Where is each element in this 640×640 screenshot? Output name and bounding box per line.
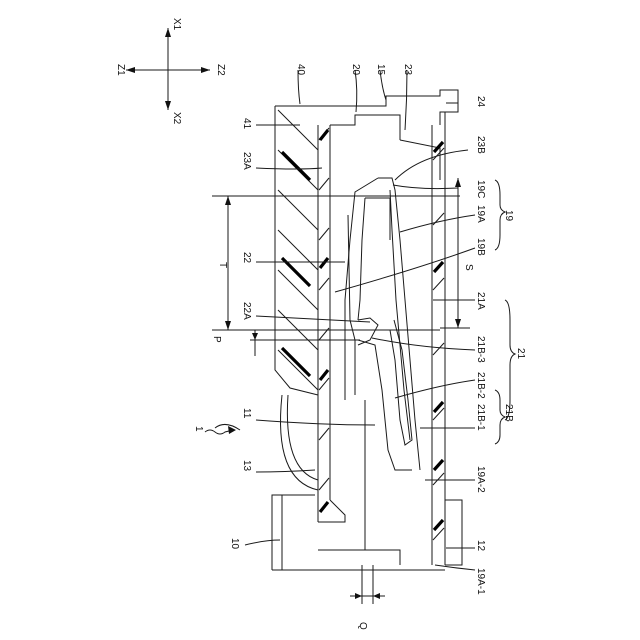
label-19a1: 19A-1 [475, 568, 486, 595]
label-24: 24 [475, 96, 486, 108]
label-23: 23 [402, 64, 413, 76]
dimension-t-label: T [217, 262, 228, 268]
label-41: 41 [241, 118, 252, 130]
dimension-lines: T S P Q [211, 178, 474, 630]
label-12: 12 [475, 540, 486, 552]
label-40: 40 [295, 64, 306, 76]
axis-cross: X1 X2 Z1 Z2 [115, 18, 226, 125]
label-22: 22 [241, 252, 252, 264]
label-21b3: 21B-3 [475, 336, 486, 363]
label-11: 11 [241, 408, 252, 419]
label-21b: 21B [503, 404, 514, 422]
label-22a: 22A [241, 302, 252, 320]
label-20: 20 [350, 64, 361, 76]
axis-z1-label: Z1 [115, 64, 126, 76]
axis-z2-label: Z2 [215, 64, 226, 76]
label-19: 19 [503, 210, 514, 222]
label-19a2: 19A-2 [475, 466, 486, 493]
contact-terminal [345, 140, 440, 470]
axis-x2-label: X2 [171, 112, 182, 125]
dimension-p-label: P [211, 336, 222, 343]
dimension-q-label: Q [357, 622, 368, 630]
label-23a: 23A [241, 152, 252, 170]
dimension-s-label: S [463, 264, 474, 271]
section-hatching [278, 110, 444, 540]
label-23b: 23B [475, 136, 486, 154]
label-21: 21 [515, 348, 526, 360]
label-21b1: 21B-1 [475, 404, 486, 431]
label-1: 1 [193, 426, 204, 432]
label-10: 10 [229, 538, 240, 550]
label-19c: 19C [475, 180, 486, 198]
axis-x1-label: X1 [171, 18, 182, 31]
label-21a: 21A [475, 292, 486, 310]
label-13: 13 [241, 460, 252, 472]
label-19a: 19A [475, 205, 486, 223]
label-19b: 19B [475, 238, 486, 256]
label-21b2: 21B-2 [475, 372, 486, 399]
label-15: 15 [375, 64, 386, 76]
